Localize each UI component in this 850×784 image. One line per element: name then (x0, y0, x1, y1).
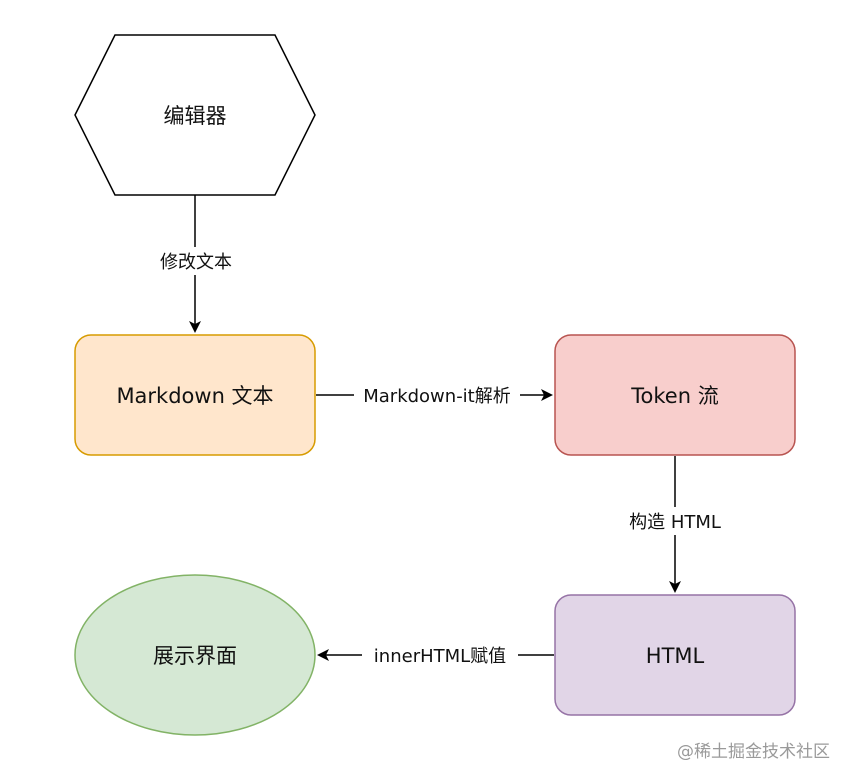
edge-markdown-to-token: Markdown-it解析 (316, 381, 553, 409)
edge-html-to-display: innerHTML赋值 (317, 641, 554, 669)
hexagon-shape (74, 34, 316, 196)
node-display-ui: 展示界面 (74, 574, 316, 736)
node-html: HTML (554, 594, 796, 716)
edge-label-markdown-it-parse: Markdown-it解析 (363, 386, 511, 407)
node-label-html: HTML (646, 644, 705, 668)
edge-label-build-html: 构造 HTML (629, 512, 721, 533)
node-label-markdown-text: Markdown 文本 (116, 384, 273, 408)
node-markdown-text: Markdown 文本 (74, 334, 316, 456)
node-editor: 编辑器 (74, 34, 316, 196)
edge-token-to-html: 构造 HTML (615, 456, 735, 593)
rounded-rect-shape (74, 334, 316, 456)
rounded-rect-shape (554, 594, 796, 716)
edge-editor-to-markdown: 修改文本 (150, 195, 242, 333)
edge-label-bg (362, 641, 518, 669)
edge-label-bg (354, 381, 520, 409)
node-label-editor: 编辑器 (164, 104, 227, 128)
edge-label-bg (150, 247, 242, 275)
edge-label-edit-text: 修改文本 (160, 252, 232, 273)
edge-label-bg (615, 507, 735, 535)
ellipse-shape (74, 574, 316, 736)
node-label-display-ui: 展示界面 (153, 644, 237, 668)
node-token-stream: Token 流 (554, 334, 796, 456)
edge-label-innerhtml-assign: innerHTML赋值 (374, 646, 506, 667)
rounded-rect-shape (554, 334, 796, 456)
watermark-text: @稀土掘金技术社区 (677, 742, 830, 762)
node-label-token-stream: Token 流 (630, 384, 718, 408)
